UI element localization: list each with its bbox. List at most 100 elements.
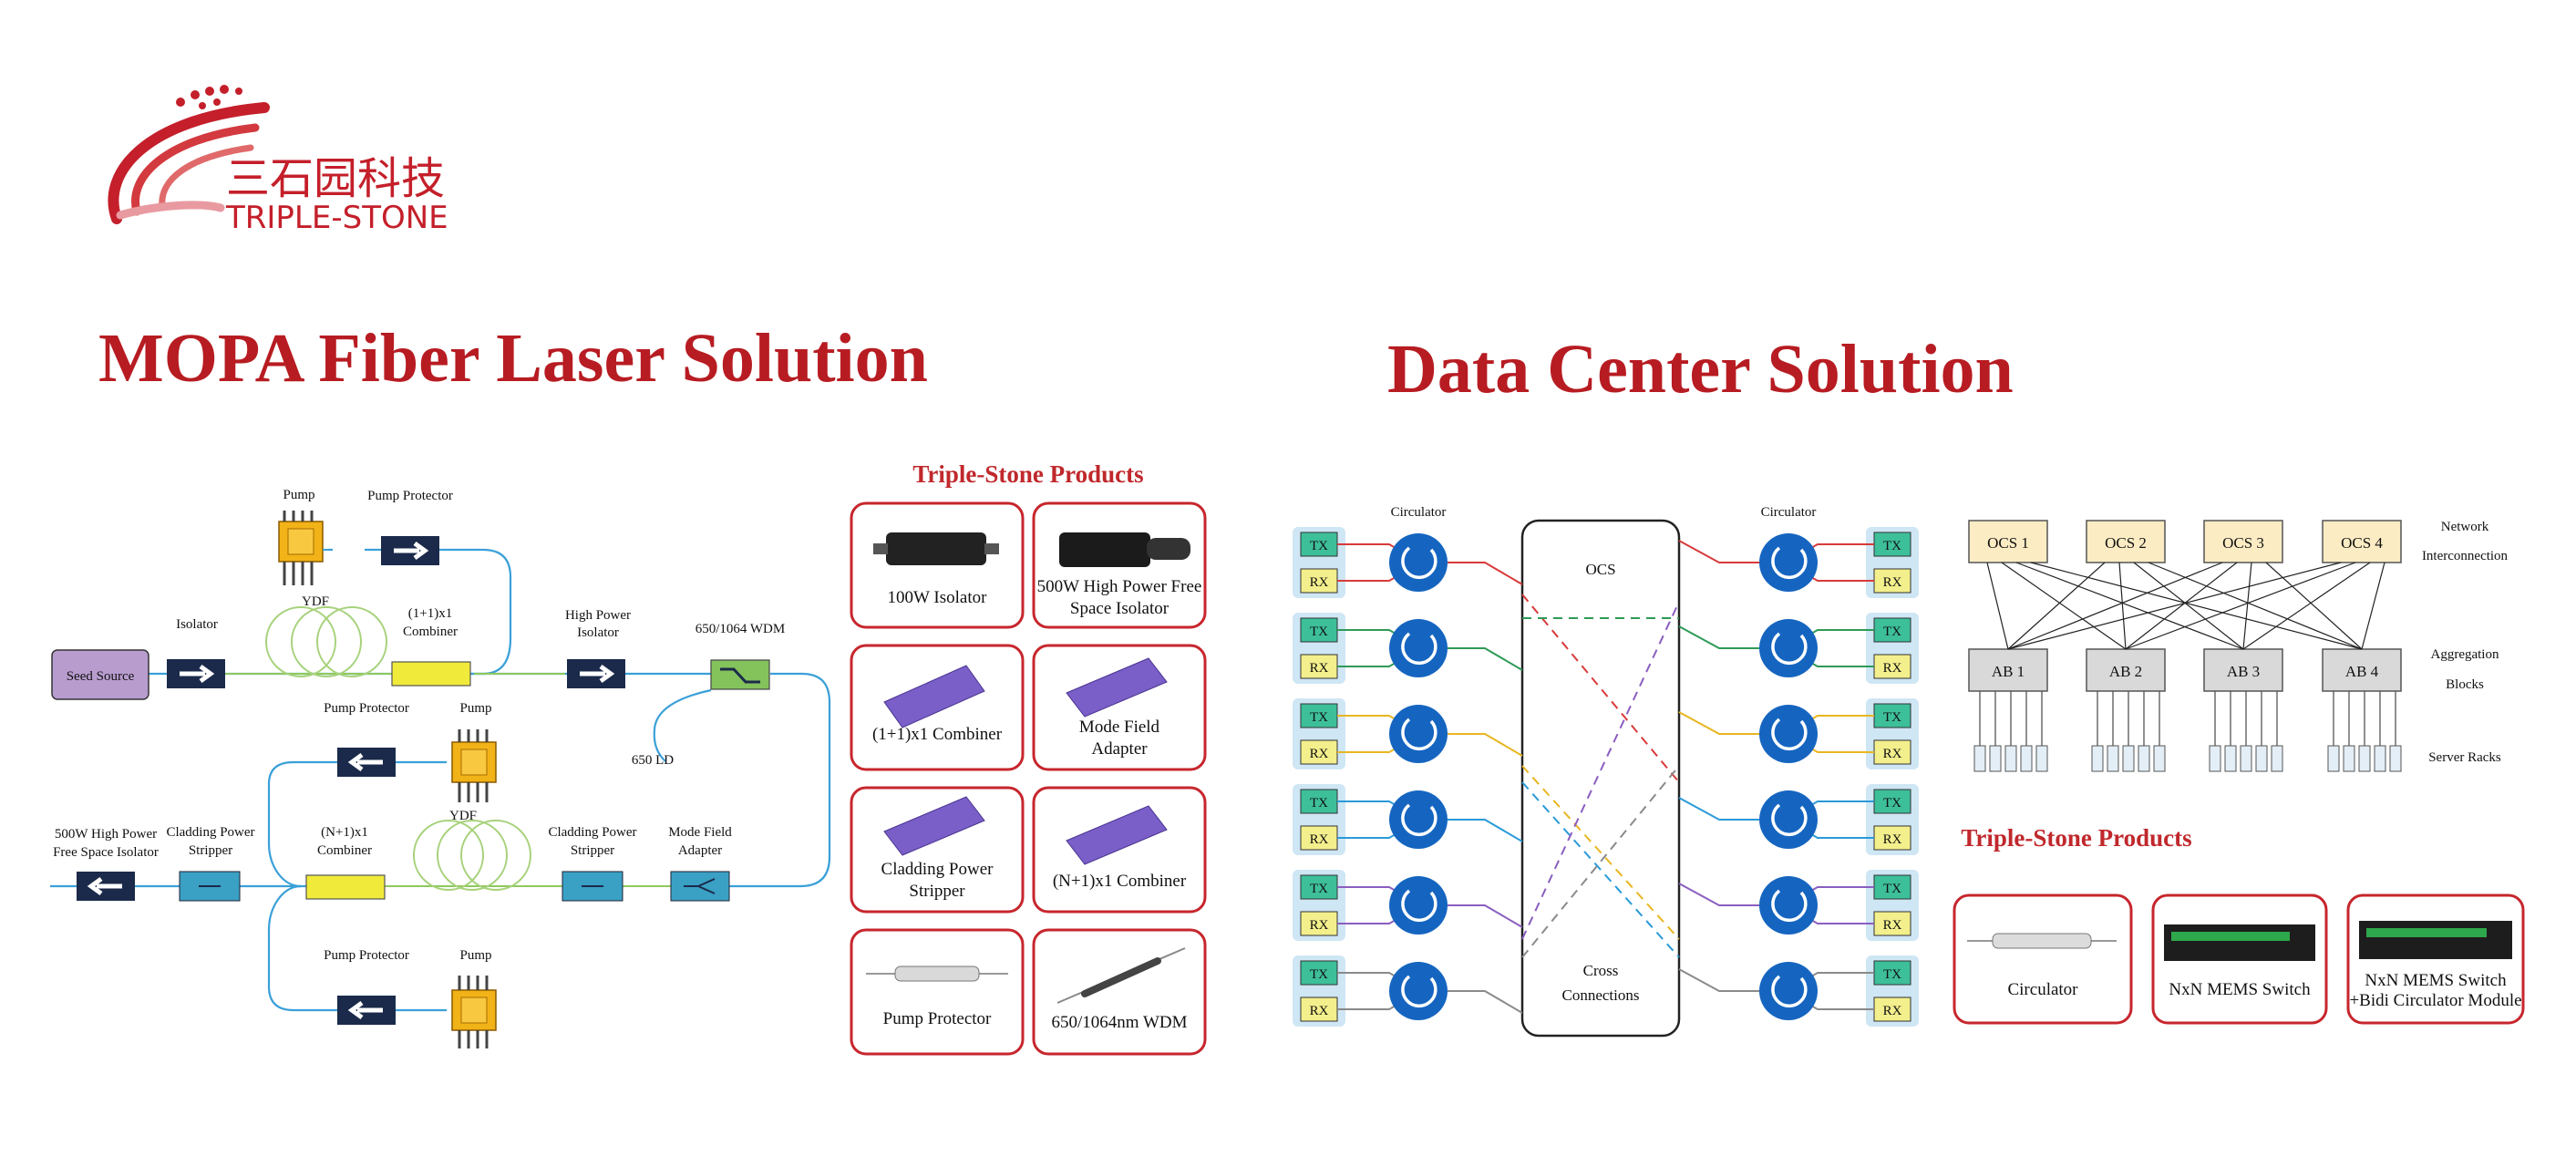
- product-card[interactable]: NxN MEMS Switch +Bidi Circulator Module: [2346, 893, 2525, 1025]
- product-card[interactable]: Mode Field Adapter: [1032, 644, 1207, 771]
- server-rack: [2358, 745, 2371, 772]
- server-rack: [2271, 745, 2283, 772]
- mesh-link: [2118, 562, 2127, 650]
- circulator-arrow: [1771, 889, 1808, 923]
- arrow-left-icon: [347, 752, 383, 772]
- server-rack: [2153, 745, 2166, 772]
- rx-label: RX: [1883, 747, 1902, 761]
- product-label-2: Adapter: [1091, 739, 1148, 759]
- mems-bidi-device-icon: [2359, 921, 2512, 959]
- combiner-n-device-icon: [1066, 805, 1168, 865]
- lbl-cps-left-1: Cladding Power: [166, 825, 254, 840]
- rx-fiber: [1804, 658, 1874, 667]
- product-label: 500W High Power Free: [1037, 577, 1202, 596]
- tx-label: TX: [1883, 882, 1901, 896]
- product-card[interactable]: 100W Isolator: [850, 501, 1025, 629]
- datacenter-title: Data Center Solution: [1387, 331, 2014, 408]
- product-card[interactable]: Cladding Power Stripper: [850, 786, 1025, 914]
- tx-label: TX: [1883, 967, 1901, 982]
- mesh-link: [2133, 562, 2244, 650]
- rx-label: RX: [1883, 661, 1902, 676]
- circulator-arrow: [1401, 803, 1437, 837]
- product-card[interactable]: 500W High Power Free Space Isolator: [1032, 501, 1207, 629]
- product-label: NxN MEMS Switch: [2365, 971, 2507, 990]
- product-card[interactable]: NxN MEMS Switch: [2151, 893, 2328, 1025]
- server-rack: [1989, 745, 2002, 772]
- rx-fiber: [1804, 915, 1874, 924]
- rx-box: [1873, 654, 1911, 679]
- tx-label: TX: [1310, 710, 1328, 725]
- lbl-pump-bot: Pump: [459, 948, 491, 963]
- tx-label: TX: [1883, 710, 1901, 725]
- lbl-combiner-n-2: Combiner: [317, 843, 372, 858]
- product-card[interactable]: Circulator: [1953, 893, 2133, 1025]
- tx-fiber: [1804, 886, 1874, 895]
- server-rack: [2389, 745, 2402, 772]
- server-racks: [1973, 691, 2402, 772]
- circulator-arrow: [1401, 632, 1437, 666]
- arrow-right-icon: [180, 664, 215, 684]
- pump-protector-bot-block: [337, 996, 396, 1025]
- rx-fiber: [1804, 744, 1874, 753]
- logo: 三石园科技 TRIPLE-STONE: [108, 85, 448, 236]
- server-rack: [2004, 745, 2017, 772]
- ocs-fiber: [1448, 990, 1523, 1014]
- circulator-arrow: [1771, 718, 1808, 751]
- lbl-mfa-2: Adapter: [678, 843, 722, 858]
- rx-label: RX: [1883, 575, 1902, 590]
- tx-box: [1873, 874, 1911, 900]
- ocs-fiber: [1448, 733, 1523, 757]
- mesh-link: [2148, 562, 2363, 650]
- rx-box: [1873, 997, 1911, 1022]
- circulator-icon: [1389, 533, 1448, 592]
- product-card[interactable]: (1+1)x1 Combiner: [850, 644, 1025, 771]
- rx-box: [1300, 568, 1338, 594]
- tx-box: [1300, 617, 1338, 643]
- cross-label-1: Cross: [1583, 962, 1619, 979]
- ocs-fiber: [1678, 797, 1759, 821]
- tx-label: TX: [1310, 882, 1328, 896]
- ocs-fiber: [1678, 625, 1759, 649]
- dc-diagram: Circulator Circulator OCS Cross Connecti…: [1293, 505, 2509, 1038]
- product-card[interactable]: (N+1)x1 Combiner: [1032, 786, 1207, 914]
- product-card[interactable]: Pump Protector: [850, 928, 1025, 1056]
- circulator-arrow: [1401, 546, 1437, 580]
- lbl-hp-fs-iso-2: Free Space Isolator: [53, 845, 159, 860]
- mesh-link: [2265, 562, 2363, 650]
- product-label: Circulator: [2007, 980, 2078, 999]
- rx-label: RX: [1883, 832, 1902, 847]
- tx-box: [1300, 789, 1338, 814]
- mems-switch-device-icon: [2164, 924, 2315, 961]
- mopa-title: MOPA Fiber Laser Solution: [98, 320, 928, 397]
- lbl-circulator-left: Circulator: [1391, 505, 1447, 520]
- tx-fiber: [1804, 715, 1874, 724]
- lbl-ydf-top: YDF: [302, 594, 329, 609]
- lbl-isolator: Isolator: [176, 617, 218, 632]
- circulator-arrow: [1401, 975, 1437, 1008]
- ocs-ab-mesh: [1986, 562, 2385, 650]
- ocs-unit: [2322, 520, 2402, 563]
- combiner-device-icon: [883, 665, 985, 728]
- arrow-right-icon: [394, 541, 429, 561]
- product-label: Pump Protector: [883, 1009, 992, 1028]
- server-rack: [2327, 745, 2340, 772]
- product-card[interactable]: 650/1064nm WDM: [1032, 928, 1207, 1056]
- circulator-arrow: [1401, 718, 1437, 751]
- pump-mid-icon: [451, 729, 497, 802]
- tx-fiber: [1804, 629, 1874, 638]
- cps-right-block: [562, 871, 623, 902]
- pump-protector-device-icon: [866, 966, 1008, 982]
- tx-label: TX: [1310, 796, 1328, 811]
- tx-box: [1300, 532, 1338, 557]
- isolator-block: [167, 659, 225, 688]
- rx-label: RX: [1310, 918, 1329, 933]
- hp-isolator-device-icon: [1059, 532, 1190, 567]
- rx-label: RX: [1310, 661, 1329, 676]
- rx-label: RX: [1310, 832, 1329, 847]
- mopa-products-title: Triple-Stone Products: [912, 460, 1143, 488]
- ab-unit: [1968, 648, 2048, 692]
